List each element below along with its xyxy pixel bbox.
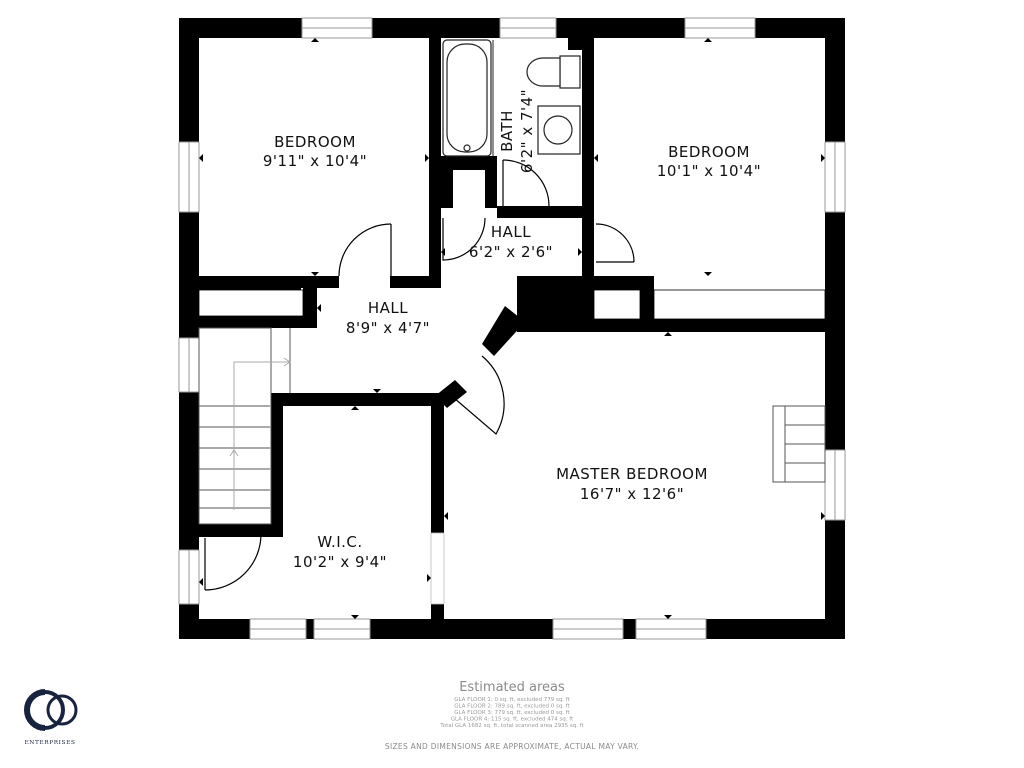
stairs-left [198, 327, 291, 525]
room-name-bedroom-left: BEDROOM [274, 133, 356, 151]
room-name-hall-main: HALL [368, 299, 408, 317]
estimated-area-line: Total GLA 1682 sq. ft, total scanned are… [439, 723, 584, 729]
stairs-master [772, 405, 826, 483]
logo-ring-inner [46, 694, 78, 726]
room-name-wic: W.I.C. [317, 533, 362, 551]
room-size-master-bedroom: 16'7" x 12'6" [580, 485, 684, 503]
estimated-area-line: GLA FLOOR 3: 779 sq. ft, excluded 0 sq. … [454, 710, 570, 716]
estimated-areas-title: Estimated areas [459, 680, 565, 695]
company-logo: ENTERPRISES [24, 689, 78, 746]
windows [178, 17, 846, 640]
toilet-tank [559, 55, 581, 89]
estimated-area-line: GLA FLOOR 1: 0 sq. ft, excluded 779 sq. … [454, 697, 570, 703]
sink [543, 115, 573, 145]
room-size-bath: 6'2" x 7'4" [518, 89, 536, 173]
wall-left [179, 18, 199, 639]
interior-walls [198, 38, 826, 619]
wall-right [825, 18, 845, 639]
room-size-hall-upper: 6'2" x 2'6" [469, 243, 553, 261]
room-size-hall-main: 8'9" x 4'7" [346, 319, 430, 337]
room-name-bedroom-right: BEDROOM [668, 143, 750, 161]
disclaimer-text: SIZES AND DIMENSIONS ARE APPROXIMATE, AC… [385, 742, 639, 751]
toilet [526, 57, 561, 87]
bath-fixtures [442, 39, 581, 157]
room-name-hall-upper: HALL [491, 223, 531, 241]
room-size-bedroom-right: 10'1" x 10'4" [657, 162, 761, 180]
doors [204, 159, 635, 605]
estimated-area-line: GLA FLOOR 2: 789 sq. ft, excluded 0 sq. … [454, 704, 570, 710]
estimated-area-line: GLA FLOOR 4: 115 sq. ft, excluded 474 sq… [451, 717, 574, 723]
room-name-master-bedroom: MASTER BEDROOM [556, 465, 708, 483]
estimated-areas: Estimated areas GLA FLOOR 1: 0 sq. ft, e… [385, 680, 639, 751]
room-size-bedroom-left: 9'11" x 10'4" [263, 152, 367, 170]
room-name-bath: BATH [498, 110, 516, 152]
room-labels: BEDROOM 9'11" x 10'4" BATH 6'2" x 7'4" B… [263, 89, 761, 571]
logo-wordmark: ENTERPRISES [24, 740, 75, 746]
room-size-wic: 10'2" x 9'4" [293, 553, 387, 571]
dimension-ticks [199, 38, 825, 619]
